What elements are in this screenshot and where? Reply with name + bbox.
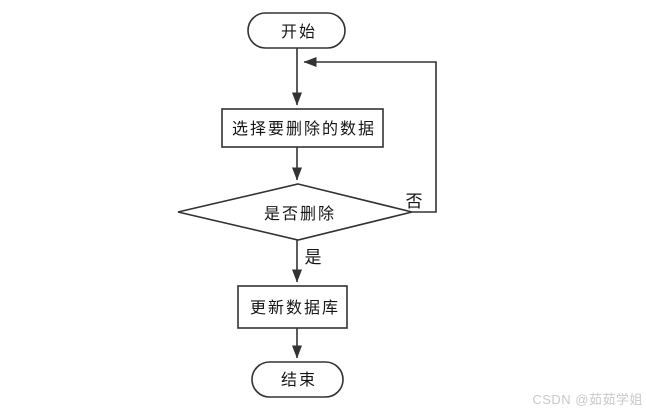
yes-branch-label: 是: [305, 248, 322, 267]
update-db-node-label: 更新数据库: [250, 299, 340, 317]
end-node-label: 结束: [281, 371, 317, 389]
select-data-node: [221, 108, 384, 148]
select-data-node-label: 选择要删除的数据: [232, 120, 376, 138]
edge-no-loopback: [303, 57, 437, 213]
update-db-node: [237, 285, 348, 329]
end-node: [251, 361, 344, 398]
watermark: CSDN @茹茹学姐: [532, 392, 643, 407]
no-branch-label: 否: [406, 192, 423, 211]
decision-node-label: 是否删除: [264, 205, 336, 223]
decision-node: [177, 183, 413, 241]
start-node-label: 开始: [281, 23, 317, 41]
start-node: [247, 12, 346, 49]
